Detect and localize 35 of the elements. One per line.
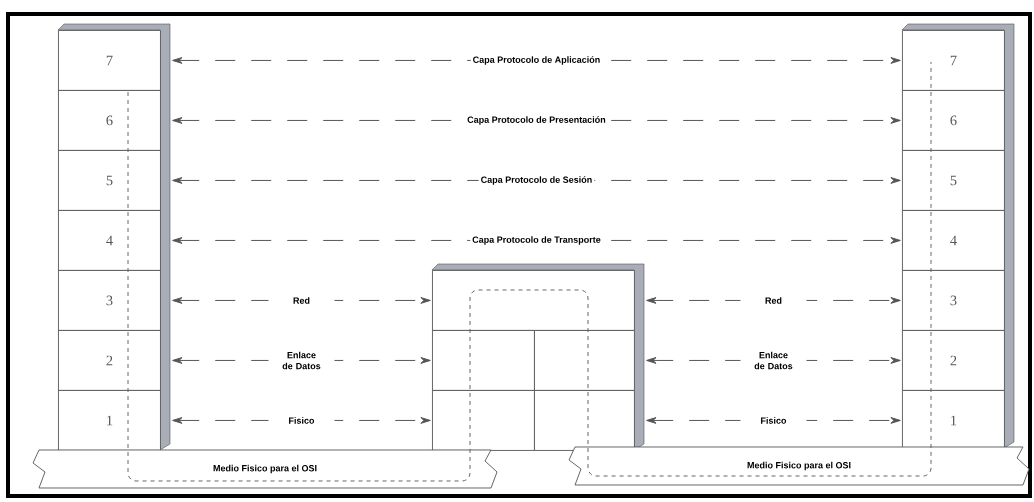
layer-cell: 2 xyxy=(902,330,1005,391)
edge-label: Capa Protocolo de Presentación xyxy=(465,114,608,127)
layer-cell: 3 xyxy=(58,270,161,331)
edge-label: Enlace de Datos xyxy=(268,349,335,372)
router-cell xyxy=(534,390,635,451)
arrow xyxy=(172,417,431,424)
layer-cell: 6 xyxy=(58,90,161,151)
arrow xyxy=(646,297,901,304)
edge-label: Enlace de Datos xyxy=(740,349,807,372)
arrow xyxy=(646,357,901,364)
node-label: Medio Fisico para el OSI xyxy=(747,461,851,471)
arrow xyxy=(172,297,431,304)
layer-cell: 5 xyxy=(902,150,1005,211)
edge-label: Red xyxy=(740,295,807,306)
arrow xyxy=(646,417,901,424)
edge-label: Capa Protocolo de Aplicación xyxy=(470,54,603,67)
layer-cell: 6 xyxy=(902,90,1005,151)
layer-cell: 2 xyxy=(58,330,161,391)
layer-cell: 5 xyxy=(58,150,161,211)
edge-label: Capa Protocolo de Sesión xyxy=(478,174,595,187)
edge-label: Capa Protocolo de Transporte xyxy=(470,234,603,247)
layer-cell: 4 xyxy=(58,210,161,271)
edge-label: Fisico xyxy=(268,415,335,426)
router-cell xyxy=(432,390,535,451)
router-cell xyxy=(534,330,635,391)
layer-cell: 1 xyxy=(902,390,1005,451)
router-cell xyxy=(432,330,535,391)
layer-cell: 7 xyxy=(902,30,1005,91)
layer-cell: 7 xyxy=(58,30,161,91)
layer-cell: 1 xyxy=(58,390,161,451)
layer-cell: 4 xyxy=(902,210,1005,271)
layer-cell: 3 xyxy=(902,270,1005,331)
arrow xyxy=(172,357,431,364)
edge-label: Fisico xyxy=(740,415,807,426)
edge-label: Red xyxy=(268,295,335,306)
